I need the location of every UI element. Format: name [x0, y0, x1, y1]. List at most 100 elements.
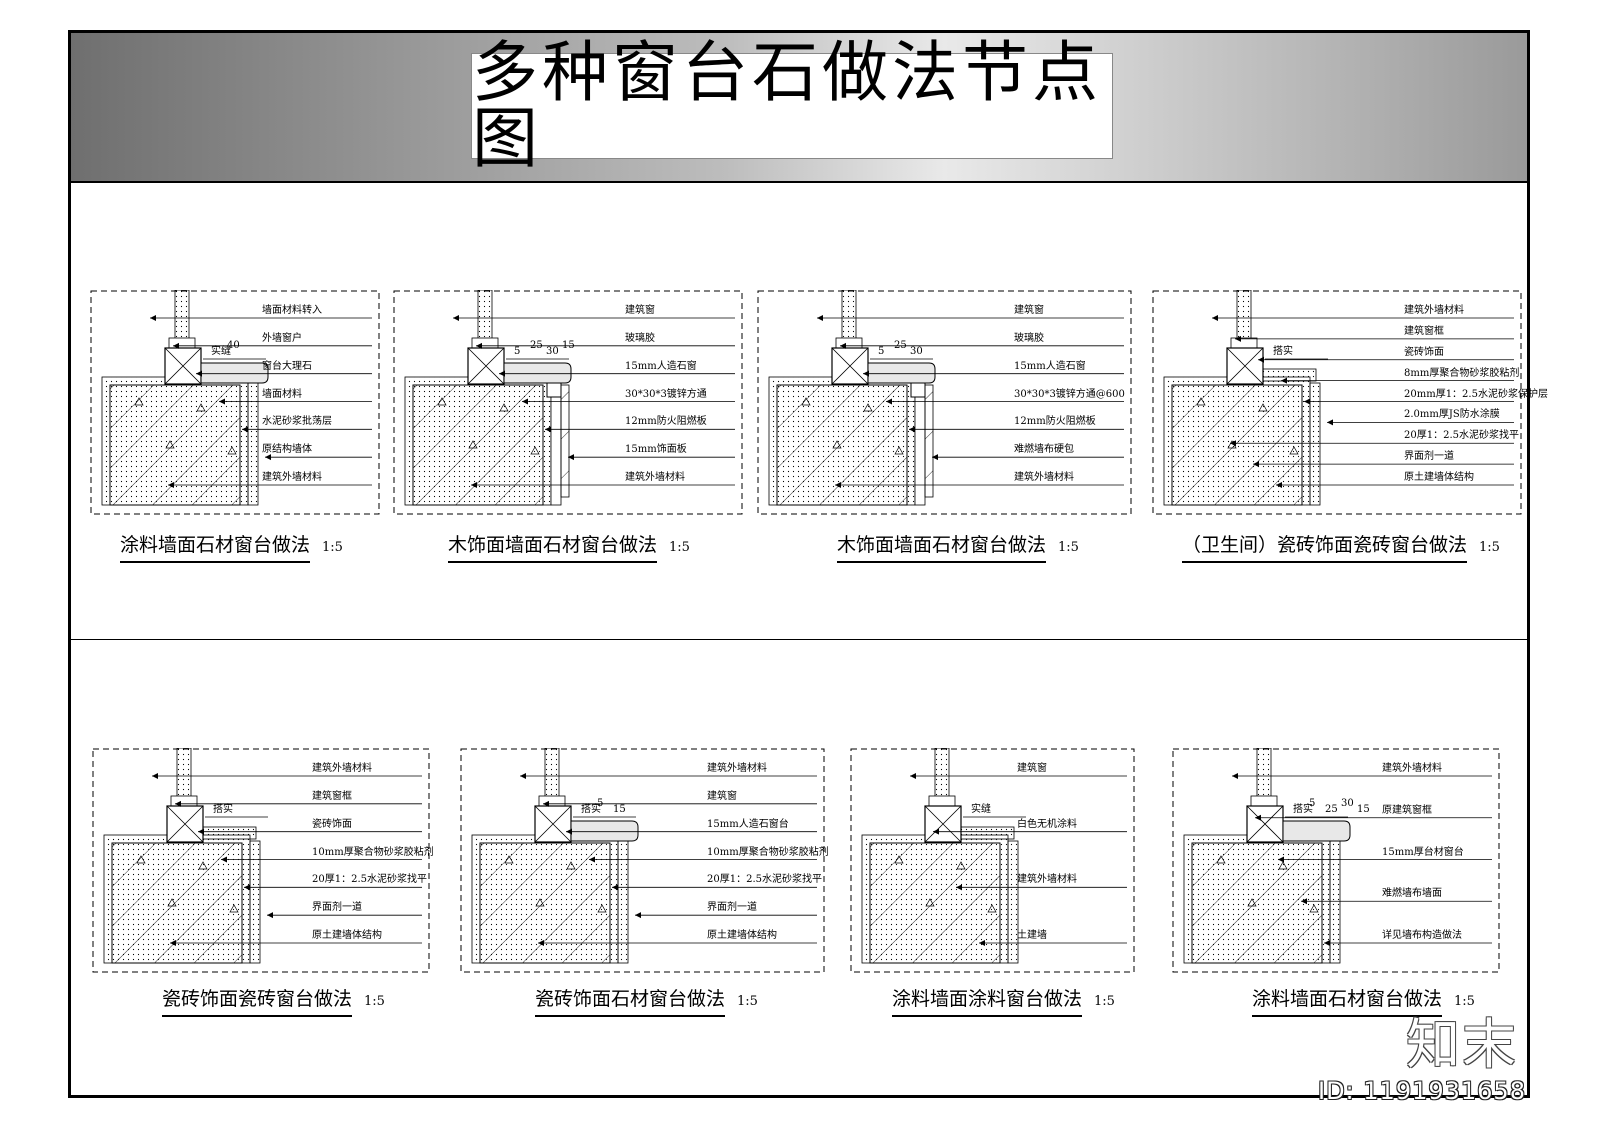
aggregate-mark — [1216, 855, 1226, 864]
dimension-label: 搭实 — [1293, 804, 1313, 815]
leader-arrow — [520, 773, 526, 779]
aggregate-mark — [227, 446, 237, 455]
detail-note: 界面剂一道 — [707, 902, 757, 914]
detail-note: 墙面材料转入 — [262, 305, 322, 316]
detail-note: 20厚1：2.5水泥砂浆找平 — [707, 874, 822, 886]
detail-border — [1172, 748, 1500, 973]
detail-note: 土建墙 — [1017, 930, 1047, 941]
wall-structure — [1171, 384, 1303, 506]
window-sash — [1250, 795, 1278, 807]
detail-border — [757, 290, 1132, 515]
row-divider — [71, 639, 1527, 640]
detail-note: 建筑外墙材料 — [1404, 305, 1464, 316]
leader-arrow — [168, 482, 174, 488]
detail-note: 20厚1：2.5水泥砂浆找平 — [1404, 430, 1519, 442]
leader-arrow — [476, 342, 482, 349]
leader-arrow — [1253, 461, 1259, 468]
detail-caption: 涂料墙面涂料窗台做法 — [892, 984, 1083, 1017]
leader-arrow — [522, 398, 528, 405]
detail-drawing — [850, 748, 1135, 973]
dimension-label: 搭实 — [1273, 346, 1293, 357]
leader-arrow — [932, 454, 938, 461]
wall-structure — [479, 842, 611, 964]
detail-note: 建筑窗框 — [1404, 325, 1444, 337]
detail-note: 难燃墙布硬包 — [1014, 444, 1074, 456]
wall-structure — [109, 384, 241, 506]
aggregate-mark — [167, 898, 177, 907]
dimension-label: 15 — [562, 340, 575, 351]
detail-note: 窗台大理石 — [262, 360, 312, 372]
detail-note: 建筑外墙材料 — [312, 763, 372, 774]
window-sill-finish — [960, 826, 1015, 840]
window-frame-cross — [164, 347, 202, 385]
leader-arrow — [1281, 377, 1287, 384]
title-box: 多种窗台石做法节点图 — [471, 40, 1113, 172]
window-sash — [1230, 337, 1258, 349]
leader-arrow — [471, 482, 477, 488]
window-sill-finish — [202, 826, 257, 840]
leader-arrow — [221, 856, 227, 863]
window-frame-cross — [1226, 347, 1264, 385]
aggregate-mark — [165, 440, 175, 449]
detail-scale: 1:5 — [322, 540, 343, 555]
leader-arrow — [543, 800, 549, 807]
window-glass — [1256, 748, 1272, 799]
detail-note: 12mm防火阻燃板 — [625, 416, 707, 428]
detail-caption: 木饰面墙面石材窗台做法 — [837, 530, 1047, 563]
wall-structure — [869, 842, 1001, 964]
detail-note: 详见墙布构造做法 — [1382, 930, 1462, 941]
leader-arrow — [635, 912, 641, 919]
detail-caption: 涂料墙面石材窗台做法 — [1252, 984, 1443, 1017]
leader-arrow — [566, 828, 572, 835]
leader-arrow — [242, 426, 248, 433]
leader-arrow — [1235, 335, 1241, 342]
face-finish-layer — [1329, 840, 1341, 964]
detail-scale: 1:5 — [1058, 540, 1079, 555]
dimension-label: 实缝 — [211, 346, 231, 357]
detail-note: 外墙窗户 — [262, 332, 302, 344]
detail-note: 15mm人造石窗 — [1014, 360, 1086, 372]
face-finish-layer — [249, 840, 261, 964]
detail-caption: 瓷砖饰面瓷砖窗台做法 — [162, 984, 353, 1017]
leader-arrow — [173, 342, 179, 349]
detail-note: 白色无机涂料 — [1017, 818, 1077, 830]
aggregate-mark — [504, 855, 514, 864]
watermark-logo: 知末 — [1406, 1013, 1518, 1076]
detail-note: 2.0mm厚JS防水涂膜 — [1404, 409, 1500, 421]
detail-note: 原土建墙体结构 — [1404, 472, 1474, 483]
window-sash — [928, 795, 956, 807]
aggregate-mark — [1258, 403, 1268, 412]
detail-caption: 涂料墙面石材窗台做法 — [120, 530, 311, 563]
steel-tube — [910, 382, 926, 398]
detail-caption: 瓷砖饰面石材窗台做法 — [535, 984, 726, 1017]
aggregate-mark — [468, 440, 478, 449]
detail-note: 原土建墙体结构 — [707, 930, 777, 941]
wall-structure — [111, 842, 243, 964]
window-sill-stone — [200, 362, 269, 384]
detail-note: 玻璃胶 — [1014, 332, 1044, 344]
leader-arrow — [538, 940, 544, 946]
dimension-label: 30 — [1341, 798, 1354, 809]
window-sash — [471, 337, 499, 349]
detail-note: 墙面材料 — [262, 388, 302, 400]
veneer-panel — [924, 384, 934, 498]
leader-arrow — [1212, 315, 1218, 321]
leader-arrow — [1258, 356, 1264, 363]
window-frame-cross — [534, 805, 572, 843]
dimension-label: 15 — [613, 804, 626, 815]
leader-arrow — [152, 773, 158, 779]
detail-caption: 木饰面墙面石材窗台做法 — [448, 530, 658, 563]
leader-arrow — [545, 426, 551, 433]
detail-drawing — [90, 290, 380, 515]
leader-arrow — [835, 482, 841, 488]
detail-note: 建筑外墙材料 — [262, 472, 322, 483]
aggregate-mark — [499, 403, 509, 412]
leader-arrow — [909, 426, 915, 433]
dimension-label: 搭实 — [213, 804, 233, 815]
aggregate-mark — [134, 397, 144, 406]
leader-arrow — [198, 828, 204, 835]
